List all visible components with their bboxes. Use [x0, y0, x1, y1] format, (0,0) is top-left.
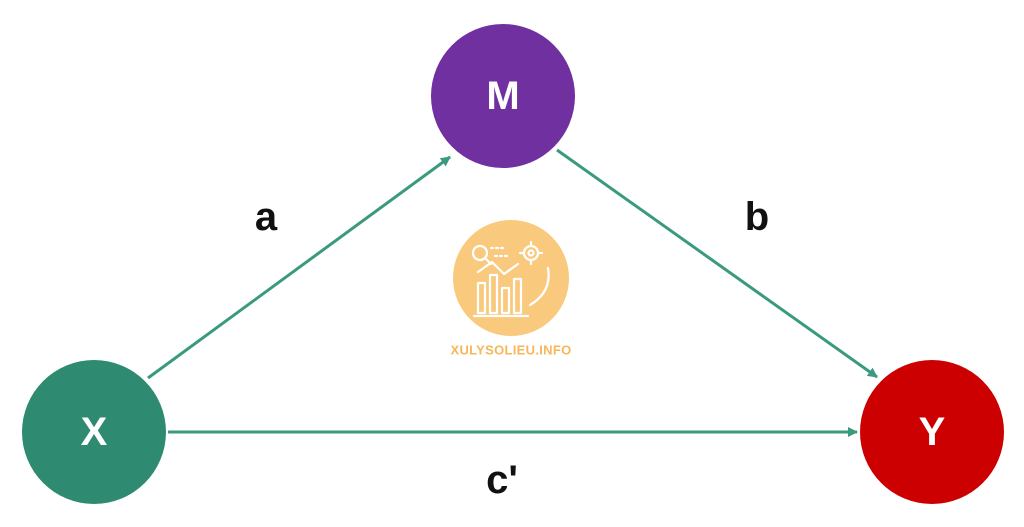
watermark: XULYSOLIEU.INFO — [450, 220, 571, 358]
node-m-circle — [431, 24, 575, 168]
watermark-text: XULYSOLIEU.INFO — [450, 343, 571, 358]
watermark-circle — [453, 220, 569, 336]
edge-label-a: a — [255, 195, 278, 239]
node-y-circle — [860, 360, 1004, 504]
edge-label-c-prime: c' — [486, 458, 518, 502]
edges — [147, 148, 878, 437]
edge-m-to-y — [556, 148, 878, 379]
node-x: X — [22, 360, 166, 504]
node-y-label: Y — [919, 410, 946, 454]
node-y: Y — [860, 360, 1004, 504]
node-m-label: M — [486, 74, 519, 118]
edge-x-to-m — [147, 155, 451, 380]
node-x-label: X — [81, 410, 108, 454]
node-m: M — [431, 24, 575, 168]
analytics-chart-gear-icon — [471, 240, 550, 318]
edge-label-b: b — [745, 195, 769, 239]
node-x-circle — [22, 360, 166, 504]
